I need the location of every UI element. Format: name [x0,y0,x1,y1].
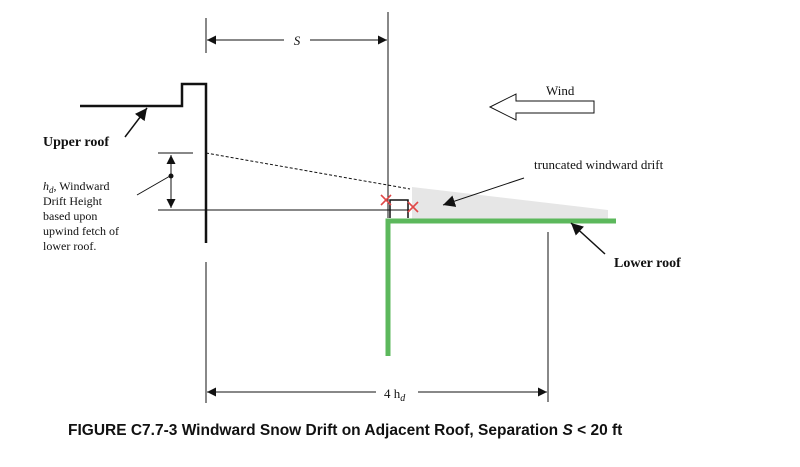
hd-note-line-1: hd, Windward [43,179,109,195]
lower-roof-leader [570,222,606,255]
drift-length-label: 4 hd [384,386,406,404]
hd-note-line-2: Drift Height [43,194,103,208]
wind-arrow-icon [488,93,595,121]
hd-note: hd, Windward Drift Height based upon upw… [43,179,119,253]
drift-leader [442,177,525,207]
hd-leader-dot [168,173,174,179]
drift-wedge [412,187,608,220]
truncation-mark-right [407,201,419,213]
hd-note-line-3: based upon [43,209,97,223]
drift-surface-line [205,152,411,190]
upper-roof-outline [80,82,208,243]
lower-roof-label: Lower roof [614,256,681,271]
hd-leader [136,175,171,196]
upper-roof-label: Upper roof [43,135,109,150]
hd-note-line-5: lower roof. [43,239,96,253]
lower-roof-outline [385,218,616,356]
figure-caption: FIGURE C7.7-3 Windward Snow Drift on Adj… [68,422,622,439]
s-dimension-label: S [294,33,301,48]
roof-step [389,199,409,218]
truncation-mark-left [380,194,392,206]
hd-note-line-4: upwind fetch of [43,224,119,238]
truncated-drift-label: truncated windward drift [534,157,664,172]
wind-label: Wind [546,83,575,98]
upper-roof-leader [124,107,148,138]
